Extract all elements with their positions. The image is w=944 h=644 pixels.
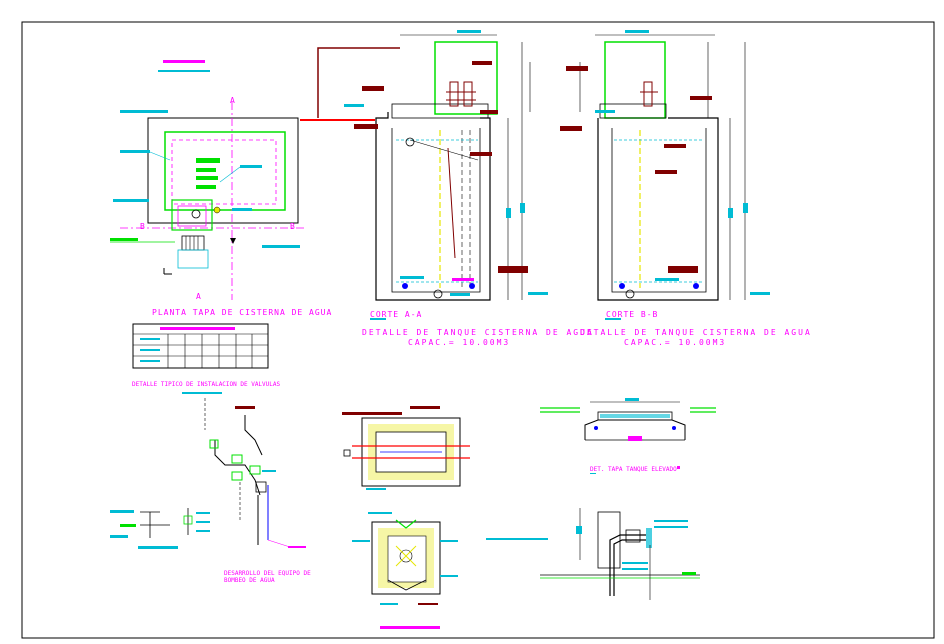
- section-b-b: [560, 30, 770, 320]
- sheet-border: [21, 21, 935, 639]
- box-detail: [342, 406, 470, 629]
- tank-detail-title-b: DETALLE DE TANQUE CISTERNA DE AGUA: [580, 328, 812, 337]
- valves-detail-title: DETALLE TIPICO DE INSTALACION DE VALVULA…: [132, 381, 281, 388]
- section-b-b-label: CORTE B-B: [606, 310, 659, 319]
- lid-detail-title: DET. TAPA TANQUE ELEVADO: [590, 466, 677, 473]
- tank-detail-title-a: DETALLE DE TANQUE CISTERNA DE AGUA: [362, 328, 594, 337]
- quantities-table: [132, 323, 269, 369]
- cut-marker-b-left: B: [140, 222, 145, 231]
- pump-detail-title: DESARROLLO DEL EQUIPO DE BOMBEO DE AGUA: [224, 570, 311, 584]
- tank-capacity-a: CAPAC.= 10.00M3: [408, 338, 511, 347]
- plan-title: PLANTA TAPA DE CISTERNA DE AGUA: [152, 308, 333, 317]
- cut-marker-a-bottom: A: [196, 292, 201, 301]
- section-a-a-label: CORTE A-A: [370, 310, 423, 319]
- lid-detail: [540, 398, 716, 474]
- cut-marker-a-top: A: [230, 96, 235, 105]
- valves-detail: [110, 392, 306, 549]
- tank-capacity-b: CAPAC.= 10.00M3: [624, 338, 727, 347]
- plan-view: [110, 60, 305, 300]
- inlet-detail: [486, 508, 700, 600]
- cut-marker-b-right: B: [290, 222, 295, 231]
- section-a-a: [300, 30, 548, 320]
